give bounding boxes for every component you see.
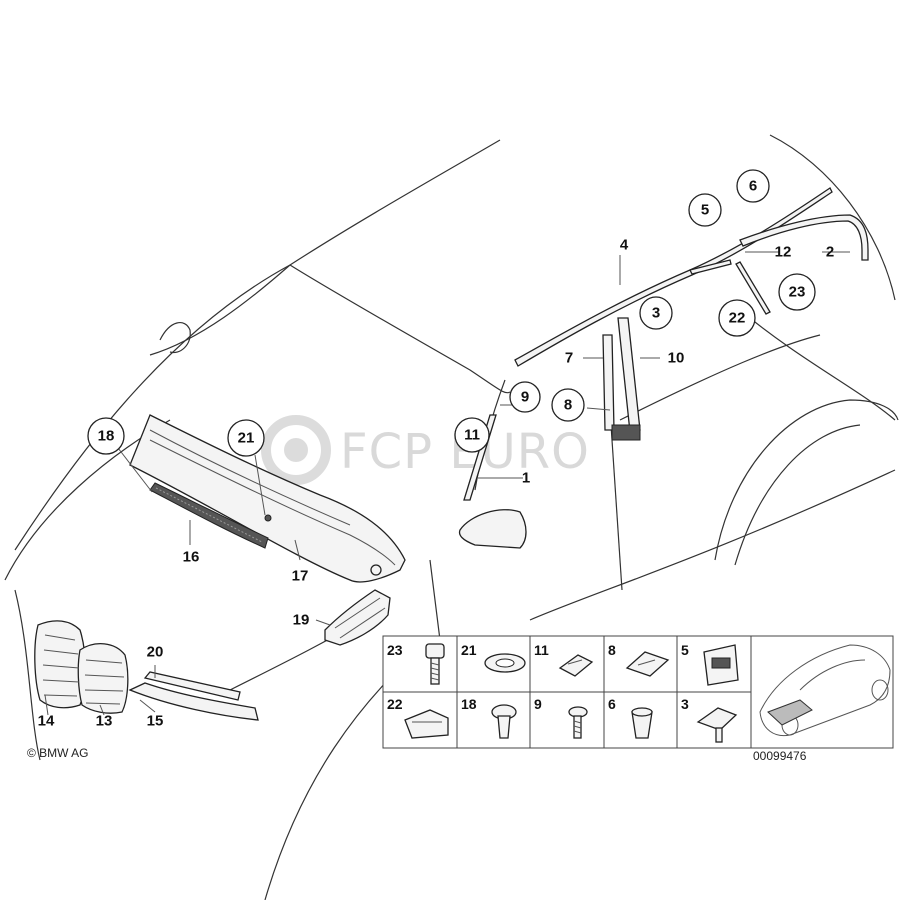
table-cell-label: 5 <box>681 642 689 658</box>
table-cell-label: 6 <box>608 696 616 712</box>
bracket-icon <box>404 709 449 739</box>
callout-22: 22 <box>729 310 746 327</box>
clip-icon <box>625 651 670 677</box>
callout-14: 14 <box>38 713 55 730</box>
callout-12: 12 <box>775 244 792 261</box>
callout-21: 21 <box>238 430 255 447</box>
callout-6: 6 <box>749 178 757 195</box>
callout-11: 11 <box>464 427 480 444</box>
table-cell-label: 18 <box>461 696 477 712</box>
push-clip-icon <box>491 704 517 739</box>
diagram-number: 00099476 <box>753 749 807 763</box>
callout-2: 2 <box>826 244 834 261</box>
expansion-nut-icon <box>631 707 653 739</box>
table-cell-label: 11 <box>534 642 549 658</box>
clip-icon <box>558 654 594 677</box>
callout-8: 8 <box>564 397 572 414</box>
washer-icon <box>484 653 526 673</box>
callout-13: 13 <box>96 713 113 730</box>
bolt-icon <box>425 643 445 685</box>
kidney-grilles <box>34 620 129 714</box>
roof-molding-parts <box>514 187 869 367</box>
callout-20: 20 <box>147 644 164 661</box>
car-body-outline <box>4 134 899 900</box>
table-cell-label: 8 <box>608 642 616 658</box>
table-cell-label: 21 <box>461 642 477 658</box>
clip-icon <box>696 707 738 743</box>
callout-19: 19 <box>293 612 310 629</box>
table-cell-label: 22 <box>387 696 403 712</box>
clip-icon <box>703 644 739 686</box>
callout-15: 15 <box>147 713 164 730</box>
screw-icon <box>568 706 588 739</box>
callout-10: 10 <box>668 350 685 367</box>
watermark: FCP EURO <box>261 415 589 485</box>
leader-lines <box>44 251 850 716</box>
callout-1: 1 <box>522 470 530 487</box>
callout-9: 9 <box>521 389 529 406</box>
car-thumbnail <box>759 644 891 737</box>
callout-18: 18 <box>98 428 115 445</box>
front-trims <box>128 671 259 721</box>
filter-housing <box>324 589 391 646</box>
callout-23: 23 <box>789 284 806 301</box>
callouts: 5 6 4 12 2 3 22 23 7 10 9 8 11 1 18 21 1… <box>38 169 834 730</box>
callout-5: 5 <box>701 202 709 219</box>
callout-4: 4 <box>620 237 629 254</box>
callout-7: 7 <box>565 350 573 367</box>
table-cell-label: 23 <box>387 642 403 658</box>
hardware-table: 23 21 11 8 5 22 18 9 6 3 <box>382 635 894 749</box>
seal-strip <box>149 482 269 549</box>
copyright-text: © BMW AG <box>27 746 89 760</box>
callout-16: 16 <box>183 549 200 566</box>
table-cell-label: 9 <box>534 696 542 712</box>
callout-3: 3 <box>652 305 660 322</box>
callout-17: 17 <box>292 568 309 585</box>
table-cell-label: 3 <box>681 696 689 712</box>
